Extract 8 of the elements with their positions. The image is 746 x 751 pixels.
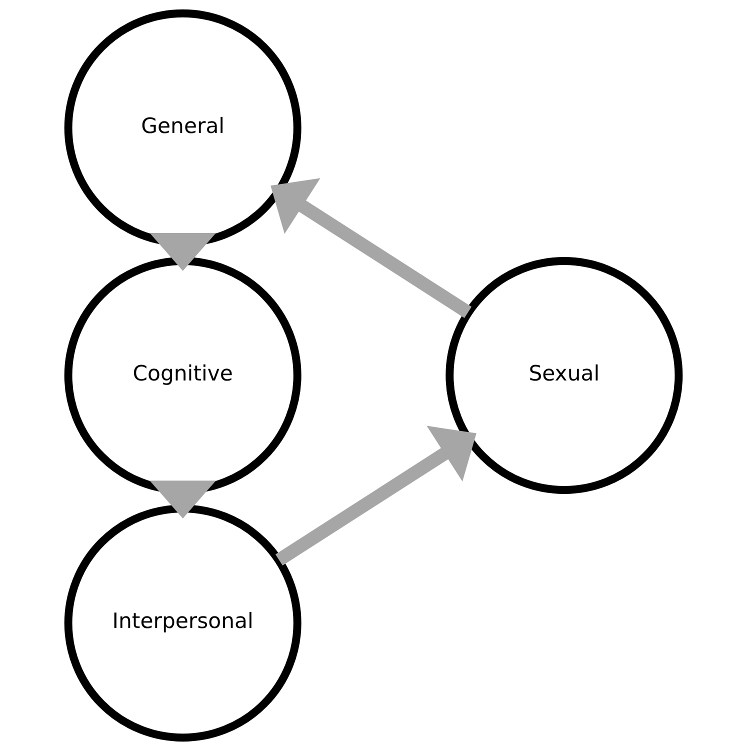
arrow: [149, 480, 216, 518]
node-circle: Sexual: [445, 257, 682, 494]
arrow: [149, 232, 216, 271]
arrow: [274, 426, 476, 566]
node-circle: Cognitive: [64, 257, 301, 494]
arrow: [270, 178, 472, 318]
node-circle: Interpersonal: [64, 504, 301, 742]
node-circle: General: [64, 9, 301, 246]
